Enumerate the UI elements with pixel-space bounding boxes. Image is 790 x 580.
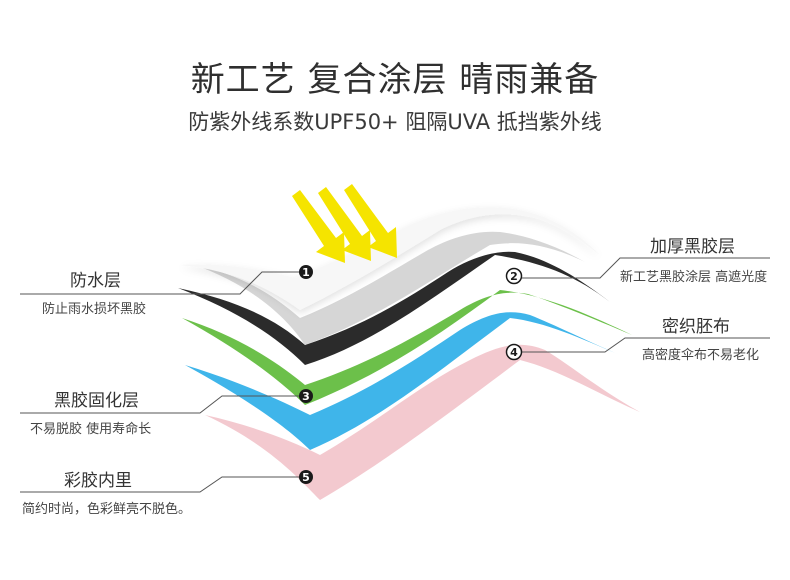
- marker-3[interactable]: 3: [299, 389, 313, 403]
- page-subtitle: 防紫外线系数UPF50+ 阻隔UVA 抵挡紫外线: [188, 110, 602, 134]
- leader-line-4: [514, 337, 770, 353]
- marker-1-text: 1: [302, 266, 310, 279]
- marker-5[interactable]: 5: [299, 470, 313, 484]
- label-cured-title: 黑胶固化层: [54, 391, 139, 411]
- label-fabric-desc: 高密度伞布不易老化: [642, 348, 760, 363]
- gray-layer: [195, 231, 585, 345]
- green-cured-layer: [182, 290, 632, 405]
- label-black-title: 加厚黑胶层: [650, 237, 735, 257]
- blue-fabric-layer: [185, 312, 620, 450]
- label-waterproof-title: 防水层: [70, 271, 121, 291]
- label-waterproof-desc: 防止雨水损坏黑胶: [42, 302, 147, 317]
- label-black-desc: 新工艺黑胶涂层 高遮光度: [620, 270, 768, 285]
- label-cured-desc: 不易脱胶 使用寿命长: [30, 422, 152, 437]
- leader-line-2: [514, 257, 770, 279]
- leader-line-3: [20, 395, 306, 414]
- marker-1[interactable]: 1: [299, 265, 313, 279]
- white-waterproof-layer[interactable]: [180, 207, 600, 310]
- marker-4[interactable]: 4: [505, 343, 523, 361]
- pink-lining-layer: [205, 344, 640, 500]
- page-title: 新工艺 复合涂层 晴雨兼备: [190, 60, 600, 100]
- marker-3-text: 3: [302, 390, 310, 403]
- marker-4-text: 4: [510, 346, 518, 359]
- label-fabric-title: 密织胚布: [662, 317, 730, 337]
- black-coating-layer: [178, 251, 610, 365]
- leader-line-1: [20, 271, 306, 295]
- label-lining-title: 彩胶内里: [64, 471, 132, 491]
- leader-line-5: [20, 476, 306, 493]
- marker-5-text: 5: [302, 471, 310, 484]
- marker-2-text: 2: [510, 270, 518, 283]
- label-lining-desc: 简约时尚，色彩鲜亮不脱色。: [22, 502, 192, 517]
- marker-2[interactable]: 2: [505, 267, 523, 285]
- uv-arrows-icon: [292, 184, 397, 263]
